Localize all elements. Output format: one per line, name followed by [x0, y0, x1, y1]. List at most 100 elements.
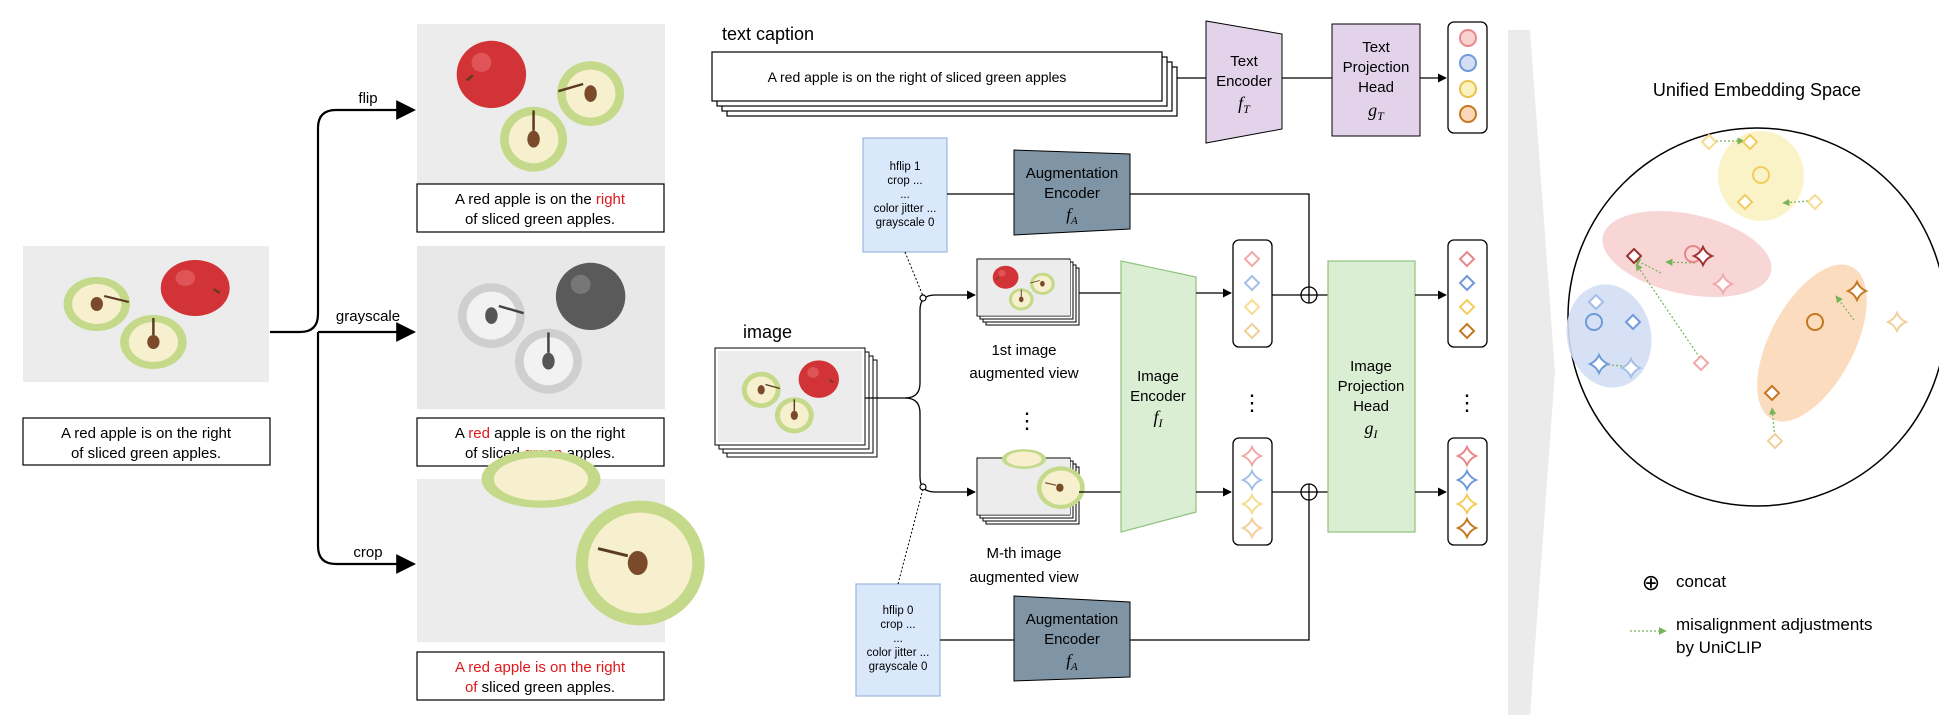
text-token-blue	[1459, 54, 1477, 72]
aug-encoder-bottom: Augmentation Encoder fA	[940, 497, 1310, 682]
embed-red-diamond-light	[1692, 354, 1710, 372]
embedding-dots: ⋮	[1456, 390, 1478, 415]
aug2-line5: grayscale 0	[869, 661, 928, 673]
embed-red-star	[1691, 244, 1715, 268]
adjustment-arrow	[1633, 258, 1662, 274]
adjustment-arrow	[1835, 295, 1855, 321]
embed-blue-star	[1587, 352, 1611, 376]
image-branch: image 1st image augmented view ⋮ M-th im…	[714, 239, 1488, 586]
text-projection-label2: Projection	[1343, 59, 1410, 76]
image-encoder-symbol: fI	[1153, 407, 1163, 430]
aug1-line5: grayscale 0	[876, 217, 935, 229]
caption-segment: sliced green apples.	[477, 679, 615, 696]
embed-yellow-diamond-light	[1700, 133, 1718, 151]
image-projection-label2: Projection	[1338, 378, 1405, 395]
embedding-star-icon	[1455, 492, 1479, 516]
text-caption-title: text caption	[722, 24, 814, 44]
legend: ⊕ concat misalignment adjustments by Uni…	[1630, 570, 1873, 657]
text-projection-head	[1331, 23, 1421, 137]
grayscale-caption-line1: A red apple is on the right	[455, 425, 626, 442]
flip-caption-box	[416, 183, 665, 233]
view1-label1: 1st image	[991, 342, 1056, 359]
aug-params-1: hflip 1 crop ... ... color jitter ... gr…	[862, 137, 948, 253]
view1-label2: augmented view	[969, 365, 1078, 382]
image-projection-head	[1327, 260, 1416, 533]
original-caption-line2: of sliced green apples.	[71, 445, 221, 462]
feature-star-icon	[1240, 468, 1264, 492]
feature-diamond-icon	[1243, 274, 1261, 292]
embed-orange-star	[1845, 279, 1869, 303]
cluster-yellow	[1718, 131, 1804, 221]
aug-encoder-bottom-symbol: fA	[1066, 651, 1078, 673]
embedding-diamond-icon	[1458, 250, 1476, 268]
original-caption-box	[22, 417, 271, 466]
embedding-diamond-icon	[1458, 274, 1476, 292]
aug2-line4: color jitter ...	[867, 647, 930, 659]
original-caption-line1: A red apple is on the right	[61, 425, 232, 442]
original-image	[21, 244, 271, 384]
text-caption: A red apple is on the right of sliced gr…	[768, 69, 1067, 85]
aug1-line2: crop ...	[887, 175, 922, 187]
aug-encoder-top-label2: Encoder	[1044, 185, 1100, 202]
image-projection-symbol: gI	[1365, 418, 1379, 441]
embed-blue-star-light	[1619, 356, 1643, 380]
aug-encoder-top-symbol: fA	[1066, 205, 1078, 227]
adjustment-arrow	[1665, 258, 1696, 266]
caption-segment: A red apple is on the	[455, 191, 596, 208]
embed-orange-star-light	[1885, 310, 1909, 334]
embed-yellow-diamond	[1741, 133, 1759, 151]
text-encoder	[1205, 20, 1283, 144]
viewM-label2: augmented view	[969, 569, 1078, 586]
left-panel: A red apple is on the right of sliced gr…	[21, 22, 707, 701]
embedding-star-icon	[1455, 516, 1479, 540]
crop-caption-line2: of sliced green apples.	[465, 679, 615, 696]
adjustment-arrow	[1635, 263, 1703, 362]
image-projection-label1: Image	[1350, 358, 1392, 375]
embedding-diamond-icon	[1458, 298, 1476, 316]
embed-yellow-diamond	[1736, 193, 1754, 211]
text-encoder-label2: Encoder	[1216, 73, 1272, 90]
text-token-orange	[1459, 105, 1477, 123]
embed-blue-diamond-light	[1587, 293, 1605, 311]
embedding-space: Unified Embedding Space	[1566, 80, 1939, 507]
grayscale-image	[415, 244, 667, 411]
cluster-red	[1602, 210, 1772, 298]
embed-red-star-light	[1711, 272, 1735, 296]
concat-symbol: ⊕	[1642, 570, 1660, 595]
caption-segment: red	[468, 425, 490, 442]
grayscale-caption-box	[416, 417, 665, 467]
branch-arrows	[270, 100, 416, 574]
caption-segment: A	[455, 425, 468, 442]
feature-star-icon	[1240, 444, 1264, 468]
text-caption-box	[711, 51, 1163, 102]
image-embedding-tokens-1	[1447, 239, 1488, 348]
view1-image	[977, 259, 1071, 317]
text-projection-label1: Text	[1362, 39, 1390, 56]
misalignment-label1: misalignment adjustments	[1676, 615, 1873, 634]
feature-dots: ⋮	[1241, 390, 1263, 415]
concat-op-bottom	[1300, 483, 1318, 501]
viewM-image	[977, 448, 1086, 516]
text-token-yellow	[1459, 80, 1477, 98]
aug2-line1: hflip 0	[883, 605, 914, 617]
embedding-star-icon	[1455, 468, 1479, 492]
text-branch: text caption A red apple is on the right…	[711, 20, 1488, 144]
image-encoder	[1120, 260, 1197, 533]
text-encoder-symbol: fT	[1238, 93, 1251, 116]
aug-encoder-top-label1: Augmentation	[1026, 165, 1119, 182]
embed-yellow-circle	[1752, 166, 1770, 184]
concat-op-top	[1300, 286, 1318, 304]
aug1-line4: color jitter ...	[874, 203, 937, 215]
crop-caption-line1: A red apple is on the right	[455, 659, 626, 676]
branch-label-crop: crop	[353, 544, 382, 561]
text-projection-label3: Head	[1358, 79, 1394, 96]
branch-label-flip: flip	[358, 90, 377, 107]
aug-params-2: hflip 0 crop ... ... color jitter ... gr…	[855, 583, 941, 697]
image-embedding-tokens-M	[1447, 437, 1488, 546]
text-projection-symbol: gT	[1368, 100, 1385, 123]
aug2-line3: ...	[893, 633, 903, 645]
flip-image	[415, 22, 667, 189]
to-embedding-arrow	[1508, 30, 1555, 715]
crop-caption-box	[416, 651, 665, 701]
